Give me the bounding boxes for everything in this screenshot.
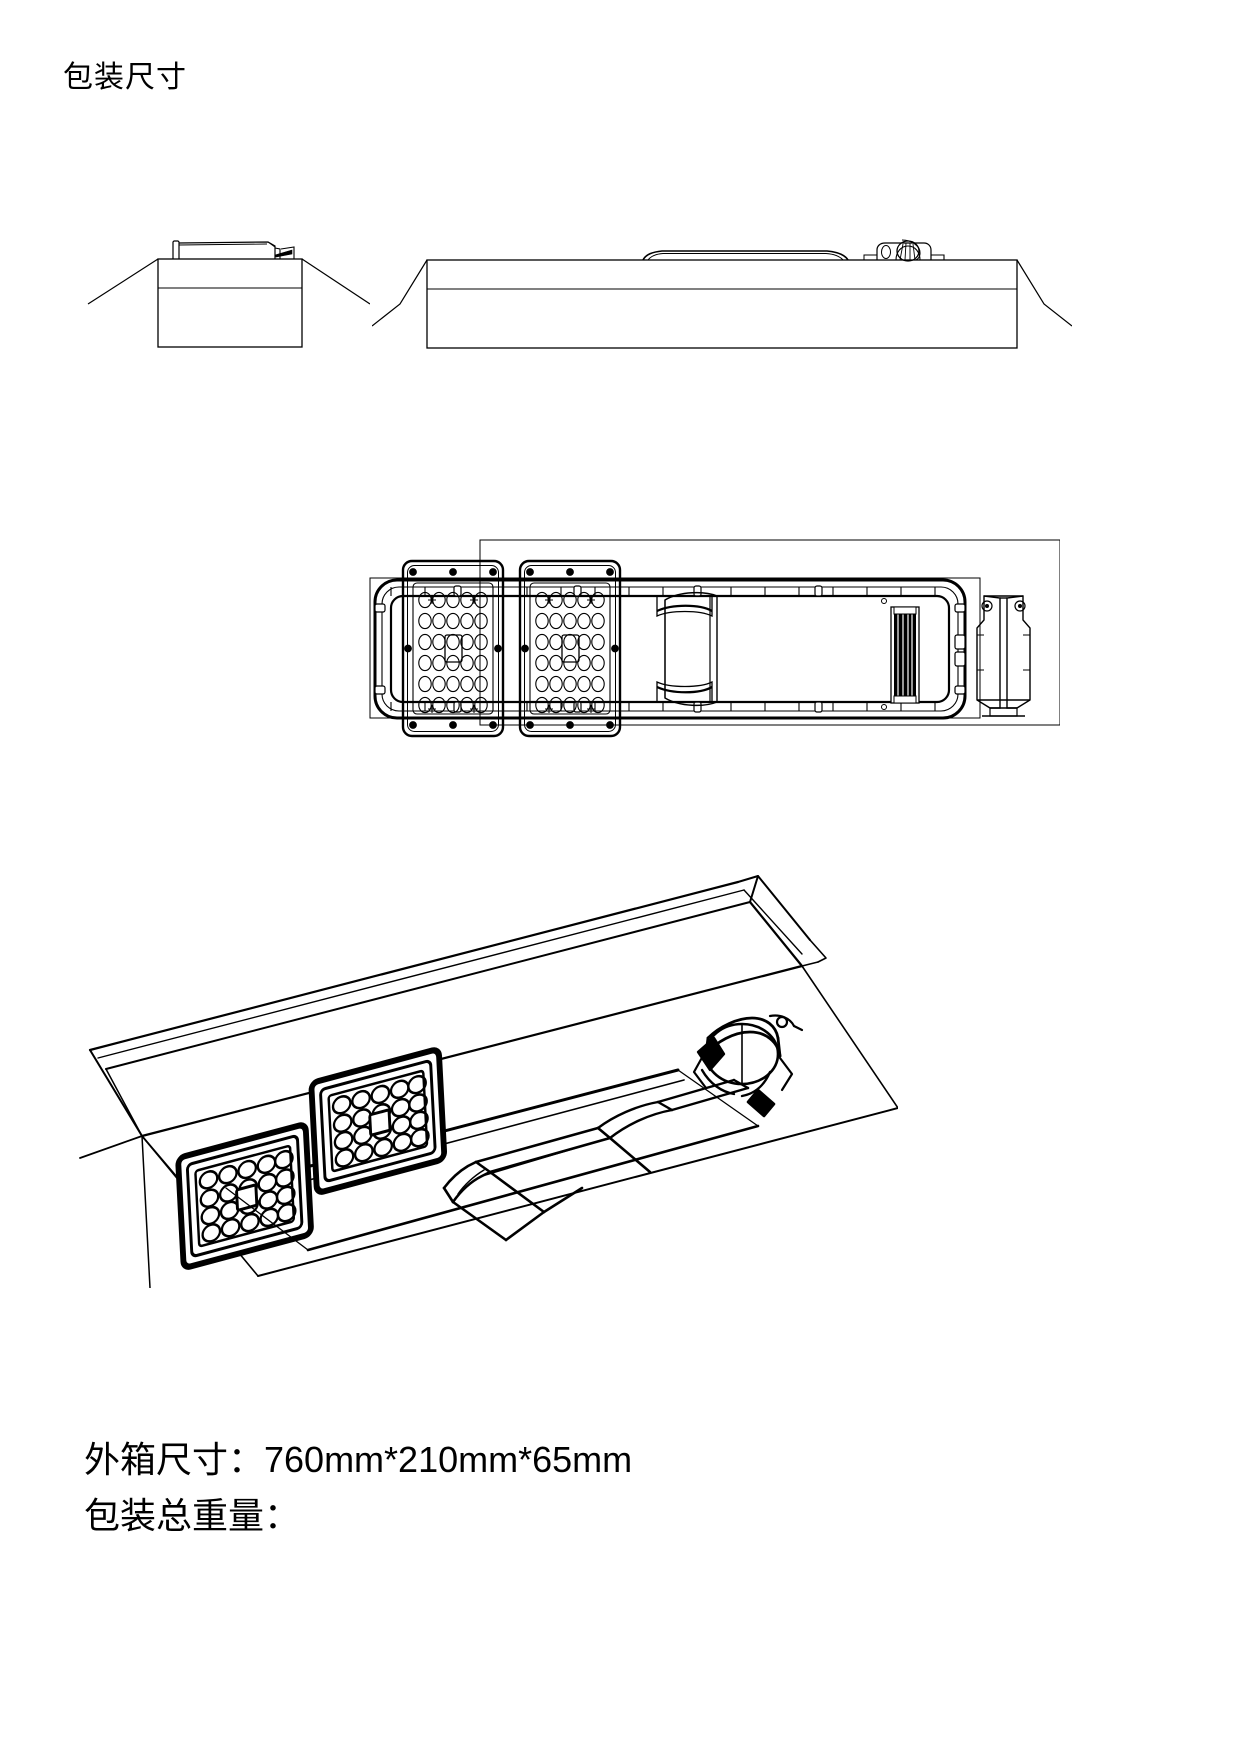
isometric-view — [58, 858, 898, 1288]
plan-view — [360, 460, 1060, 800]
specs-block: 外箱尺寸：760mm*210mm*65mm 包装总重量： — [84, 1432, 984, 1544]
end-elevation-view — [70, 236, 370, 371]
gross-weight-line: 包装总重量： — [84, 1495, 301, 1536]
side-elevation-view — [372, 236, 1072, 371]
end-elevation-drawing — [87, 240, 370, 348]
carton-size-line: 外箱尺寸：760mm*210mm*65mm — [84, 1439, 633, 1480]
side-elevation-drawing — [372, 239, 1072, 349]
plan-view-drawing — [369, 539, 1060, 800]
page-title: 包装尺寸 — [63, 61, 187, 94]
isometric-drawing — [79, 875, 898, 1288]
